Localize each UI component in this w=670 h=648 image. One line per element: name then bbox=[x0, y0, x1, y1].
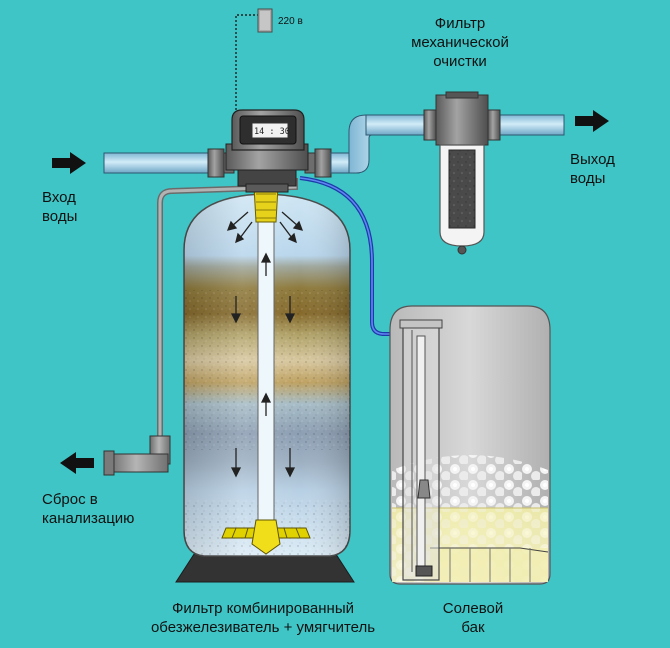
power-socket-icon bbox=[257, 8, 273, 33]
arrow-down-icon bbox=[230, 448, 242, 478]
drain-pipe bbox=[103, 178, 298, 476]
main-filter-label-line: обезжелезиватель + умягчитель bbox=[150, 619, 376, 636]
outlet-label-line: воды bbox=[570, 170, 606, 187]
arrow-diag-icon bbox=[281, 211, 304, 231]
mech-filter-label: Фильтр механической очистки bbox=[395, 14, 525, 71]
inlet-label-line: Вход bbox=[42, 189, 76, 206]
controller-time: 14 : 30 bbox=[254, 127, 290, 137]
main-filter-label-line: Фильтр комбинированный bbox=[172, 600, 354, 617]
outlet-label-line: Выход bbox=[570, 151, 615, 168]
power-cable bbox=[235, 14, 258, 118]
controller-display bbox=[251, 122, 289, 139]
inlet-pipe bbox=[103, 152, 215, 174]
arrow-up-icon bbox=[260, 252, 272, 276]
control-valve-icon bbox=[225, 109, 309, 193]
riser-tube bbox=[253, 185, 279, 537]
brine-well bbox=[399, 319, 443, 581]
salt-tank-label: Солевой бак bbox=[432, 599, 514, 637]
arrow-up-icon bbox=[260, 392, 272, 416]
drain-label-line: Сброс в bbox=[42, 491, 98, 508]
arrow-down-icon bbox=[284, 296, 296, 324]
arrow-left-icon bbox=[60, 452, 94, 474]
inlet-label: Вход воды bbox=[42, 188, 77, 226]
bottom-distributor bbox=[221, 519, 311, 555]
mechanical-filter bbox=[423, 91, 501, 255]
arrow-diag-icon bbox=[279, 221, 297, 244]
drain-label-line: канализацию bbox=[42, 510, 135, 527]
arrow-down-icon bbox=[284, 448, 296, 478]
mech-filter-label-line: Фильтр bbox=[434, 15, 486, 32]
mech-filter-label-line: очистки bbox=[433, 53, 487, 70]
arrow-right-icon bbox=[575, 110, 609, 132]
arrow-down-icon bbox=[230, 296, 242, 324]
power-label: 220 в bbox=[278, 16, 303, 27]
outlet-fitting bbox=[304, 148, 332, 178]
brine-tube bbox=[299, 176, 404, 336]
arrow-diag-icon bbox=[235, 221, 253, 244]
salt-tank-label-line: бак bbox=[461, 619, 485, 636]
mech-filter-label-line: механической bbox=[411, 34, 509, 51]
arrow-right-icon bbox=[52, 152, 86, 174]
outlet-label: Выход воды bbox=[570, 150, 615, 188]
inlet-label-line: воды bbox=[42, 208, 78, 225]
outlet-pipe-to-mech-filter bbox=[330, 114, 565, 174]
main-filter-label: Фильтр комбинированный обезжелезиватель … bbox=[132, 599, 394, 637]
drain-label: Сброс в канализацию bbox=[42, 490, 134, 528]
flow-arrows bbox=[226, 211, 304, 478]
salt-tank-label-line: Солевой bbox=[442, 600, 504, 617]
arrow-diag-icon bbox=[226, 211, 249, 231]
